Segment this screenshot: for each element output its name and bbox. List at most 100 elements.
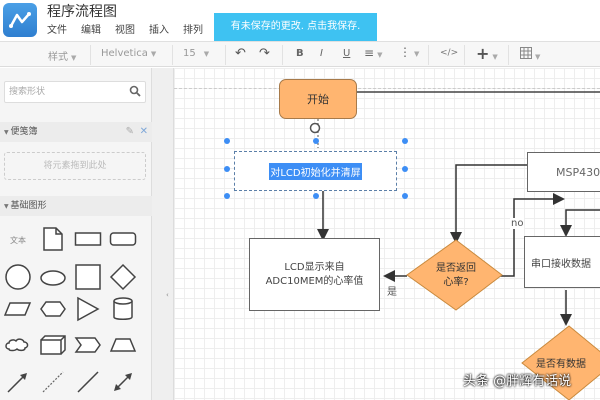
search-placeholder: 搜索形状 [9, 87, 46, 97]
shape-arrow-icon[interactable] [6, 370, 30, 394]
msp430-node[interactable]: MSP430 [527, 152, 600, 192]
close-icon[interactable]: ✕ [139, 126, 148, 137]
decision-return-line2: 心率? [443, 277, 469, 288]
code-icon[interactable]: </> [440, 48, 459, 58]
shape-ellipse-icon[interactable] [39, 269, 67, 287]
divider [172, 45, 173, 65]
shape-hexagon-icon[interactable] [39, 300, 67, 318]
shape-bidirectional-arrow-icon[interactable] [111, 370, 135, 394]
shape-cube-icon[interactable] [39, 334, 67, 356]
start-node[interactable]: 开始 [279, 79, 357, 119]
decision-return-line1: 是否返回 [436, 263, 476, 274]
plus-icon[interactable]: +▼ [476, 44, 498, 63]
shape-square-icon[interactable] [74, 263, 102, 291]
font-dropdown[interactable]: Helvetica▼ [101, 48, 156, 59]
chevron-down-icon: ▼ [377, 51, 383, 59]
diagram-canvas[interactable]: 开始 对LCD初始化并清屏 LCD显示来自 ADC10MEM的心率值 是否返回 … [174, 68, 600, 400]
style-dropdown[interactable]: 样式▼ [48, 48, 76, 63]
connectors [309, 91, 600, 400]
label-yes: 是 [387, 287, 397, 298]
init-lcd-node[interactable]: 对LCD初始化并清屏 [234, 151, 397, 191]
shape-line-icon[interactable] [76, 370, 100, 394]
shape-triangle-icon[interactable] [76, 296, 100, 322]
app-logo [3, 3, 37, 37]
sidebar-splitter[interactable]: ‹ [152, 68, 174, 400]
decision-return-heart-rate-label[interactable]: 是否返回 心率? [419, 260, 493, 292]
connector-mcu-to-decision [450, 164, 527, 244]
watermark: 头条 @胖辉有话说 [463, 374, 572, 389]
bold-icon[interactable]: B [296, 48, 304, 59]
selection-handle[interactable] [402, 138, 408, 144]
divider [225, 45, 226, 65]
undo-icon[interactable]: ↶ [235, 46, 246, 61]
chevron-down-icon: ▼ [535, 53, 541, 61]
redo-icon[interactable]: ↷ [259, 46, 270, 61]
connector-mcu-to-serial [560, 209, 600, 237]
search-icon[interactable] [129, 85, 141, 97]
connector-decision-no [499, 193, 565, 277]
init-lcd-text[interactable]: 对LCD初始化并清屏 [269, 162, 362, 180]
selection-handle[interactable] [224, 193, 230, 199]
divider [464, 45, 465, 65]
shape-document-icon[interactable] [42, 226, 64, 252]
label-no: no [510, 218, 525, 229]
shape-palette: 文本 [0, 220, 152, 400]
scratchpad-title: 便笺簿 [10, 127, 38, 137]
shape-cloud-icon[interactable] [4, 336, 32, 354]
menu-insert[interactable]: 插入 [149, 25, 169, 36]
table-icon[interactable]: ▼ [520, 47, 540, 62]
scratchpad-section-header[interactable]: ▼ 便笺簿 ✎ ✕ [0, 122, 152, 142]
selection-handle[interactable] [313, 138, 319, 144]
shape-trapezoid-icon[interactable] [109, 336, 137, 354]
basic-shapes-section-header[interactable]: ▼ 基础图形 [0, 196, 152, 216]
shape-diamond-icon[interactable] [109, 263, 137, 291]
lcd-display-node[interactable]: LCD显示来自 ADC10MEM的心率值 [249, 238, 380, 311]
serial-receive-node[interactable]: 串口接收数据 [524, 236, 600, 288]
font-label: Helvetica [101, 48, 148, 59]
selection-handle[interactable] [224, 166, 230, 172]
scratchpad-drop-zone[interactable]: 将元素拖到此处 [4, 152, 146, 180]
menu-bar: 文件 编辑 视图 插入 排列 [47, 21, 203, 36]
document-title[interactable]: 程序流程图 [47, 4, 117, 20]
decision-has-data-label[interactable]: 是否有数据 [536, 358, 586, 370]
italic-icon[interactable]: I [320, 48, 323, 59]
decision-has-data-shape [521, 325, 600, 400]
collapse-handle-icon[interactable]: ‹ [166, 291, 169, 299]
selection-handle[interactable] [224, 138, 230, 144]
lcd-display-line1: LCD显示来自 [284, 261, 345, 273]
menu-file[interactable]: 文件 [47, 25, 67, 36]
divider [428, 45, 429, 65]
shape-parallelogram-icon[interactable] [4, 301, 32, 317]
rotate-handle-icon [309, 122, 321, 134]
collapse-icon: ▼ [4, 129, 11, 136]
shape-text[interactable]: 文本 [10, 236, 26, 245]
menu-view[interactable]: 视图 [115, 25, 135, 36]
unsaved-changes-banner[interactable]: 有未保存的更改. 点击我保存. [214, 13, 377, 41]
chevron-down-icon: ▼ [492, 53, 498, 61]
align-icon[interactable]: ≡▼ [364, 46, 383, 60]
toolbar: 样式▼ Helvetica▼ 15▼ ↶ ↷ B I U ≡▼ ⋮▼ </> +… [0, 41, 600, 67]
divider [282, 45, 283, 65]
lcd-display-line2: ADC10MEM的心率值 [265, 275, 364, 287]
chevron-down-icon: ▼ [203, 50, 210, 58]
menu-arrange[interactable]: 排列 [183, 25, 203, 36]
shape-dashed-line-icon[interactable] [41, 370, 65, 394]
spacing-icon[interactable]: ⋮▼ [399, 45, 420, 59]
basic-shapes-title: 基础图形 [10, 201, 47, 211]
shape-rectangle-icon[interactable] [74, 231, 102, 247]
shape-rounded-rectangle-icon[interactable] [109, 231, 137, 247]
selection-handle[interactable] [313, 193, 319, 199]
menu-edit[interactable]: 编辑 [81, 25, 101, 36]
underline-icon[interactable]: U [343, 48, 351, 59]
shape-step-icon[interactable] [74, 336, 102, 354]
font-size-dropdown[interactable]: 15▼ [183, 48, 209, 59]
selection-handle[interactable] [402, 166, 408, 172]
search-input[interactable]: 搜索形状 [4, 81, 146, 103]
selection-handle[interactable] [402, 193, 408, 199]
collapse-icon: ▼ [4, 203, 11, 210]
app-header: 程序流程图 文件 编辑 视图 插入 排列 有未保存的更改. 点击我保存. [0, 0, 600, 41]
page-break-line [174, 88, 600, 89]
shape-cylinder-icon[interactable] [112, 296, 134, 322]
shape-circle-icon[interactable] [4, 263, 32, 291]
edit-icon[interactable]: ✎ [125, 126, 134, 137]
